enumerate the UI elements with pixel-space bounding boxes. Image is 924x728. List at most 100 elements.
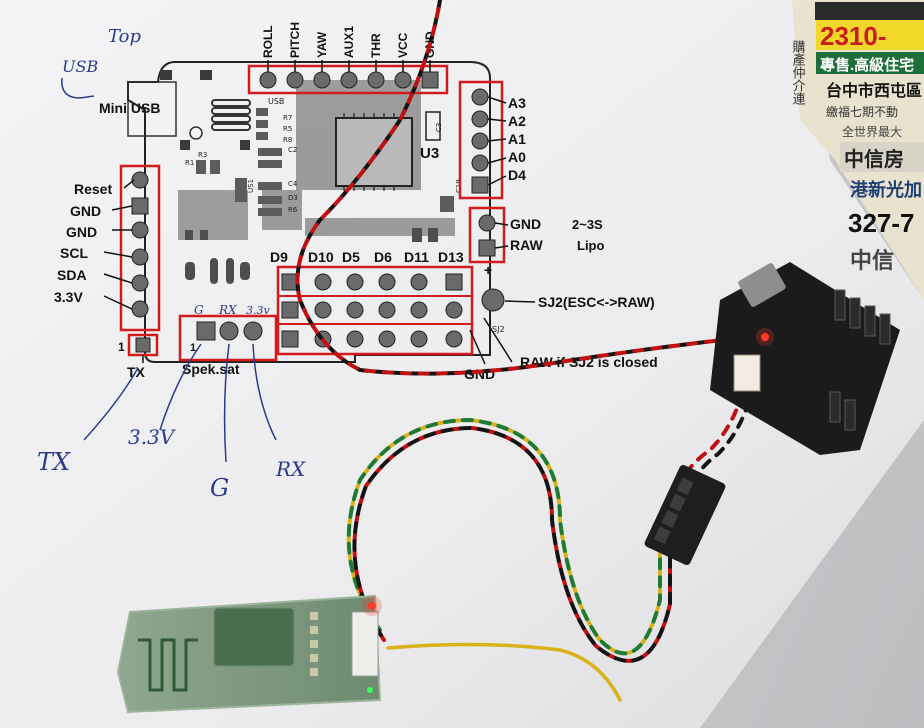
header-label-pitch: PITCH xyxy=(288,22,302,58)
top-header-box xyxy=(247,64,449,95)
power-box xyxy=(468,206,506,264)
left-pin-sda: SDA xyxy=(57,267,87,283)
r7-label: R7 xyxy=(283,114,292,122)
hand-g: G xyxy=(210,474,229,502)
right-pin-a2: A2 xyxy=(508,113,526,129)
newspaper-line-2: 台中市西屯區 xyxy=(826,81,922,100)
left-pin-scl: SCL xyxy=(60,245,88,261)
hand-spek-33: 3.3v xyxy=(246,304,270,317)
header-label-thr: THR xyxy=(369,33,383,58)
hand-leader-lines xyxy=(83,343,277,463)
header-label-aux1: AUX1 xyxy=(342,26,356,58)
esc-header-box xyxy=(276,265,474,356)
power-raw-pad xyxy=(478,239,496,257)
right-pads xyxy=(471,88,489,194)
header-label-yaw: YAW xyxy=(315,31,329,58)
r5-label: R5 xyxy=(283,125,292,133)
sj2-esc-label: SJ2(ESC<->RAW) xyxy=(538,294,655,310)
hand-spek-rx: RX xyxy=(218,303,237,317)
sj2-small-label: SJ2 xyxy=(492,325,505,334)
top-header-leaders xyxy=(267,60,431,72)
bluetooth-module xyxy=(116,594,382,714)
right-pin-a3: A3 xyxy=(508,95,526,111)
digital-pin-d13: D13 xyxy=(438,249,464,265)
spek-pad-3 xyxy=(243,321,263,341)
usb-via xyxy=(189,126,203,140)
tx-pad xyxy=(135,337,151,353)
left-pin-box xyxy=(119,164,161,332)
passives xyxy=(196,108,454,216)
spek-pad-1 xyxy=(196,321,216,341)
left-pads xyxy=(131,171,149,318)
spek-pin-one: 1 xyxy=(190,342,196,354)
right-pin-d4: D4 xyxy=(508,167,526,183)
newspaper-line-6: 港新光加 xyxy=(850,179,922,200)
r1-label: R1 xyxy=(185,159,194,167)
r3-label: R3 xyxy=(198,151,207,159)
crystal xyxy=(425,111,441,141)
newspaper-line-1: 專售.高級住宅 xyxy=(820,56,914,74)
header-label-roll: ROLL xyxy=(261,25,275,58)
spek-pad-2 xyxy=(219,321,239,341)
lipo-label: Lipo xyxy=(577,238,604,253)
bt-connector xyxy=(351,611,379,677)
digital-pin-d9: D9 xyxy=(270,249,288,265)
usb-small-label: USB xyxy=(268,97,284,106)
newspaper-line-4: 全世界最大 xyxy=(842,124,902,139)
left-pin-gnd-1: GND xyxy=(70,203,101,219)
sj2-pad xyxy=(481,288,505,312)
u3-chip-pins xyxy=(343,113,395,191)
power-gnd-label: GND xyxy=(510,216,541,232)
newspaper-line-8: 中信 xyxy=(850,248,894,273)
digital-pin-d5: D5 xyxy=(342,249,360,265)
r6-label: R6 xyxy=(288,206,298,214)
left-pin-3v3: 3.3V xyxy=(54,289,83,305)
right-pin-labels: A3 A2 A1 A0 D4 xyxy=(508,95,526,183)
newspaper-line-5: 中信房 xyxy=(844,147,904,171)
two-three-s-label: 2~3S xyxy=(572,217,603,232)
hand-usb: USB xyxy=(62,57,98,76)
newspaper-price: 2310- xyxy=(820,21,887,51)
u3-label: U3 xyxy=(420,145,439,162)
hand-usb-arrow xyxy=(61,77,95,99)
fc-red-led xyxy=(761,333,769,341)
newspaper: 2310- 專售.高級住宅 台中市西屯區 繳福七期不動 全世界最大 中信房 港新… xyxy=(791,0,924,300)
c2-label: C2 xyxy=(288,146,297,154)
mini-usb-footprint xyxy=(127,81,177,137)
left-pin-gnd-2: GND xyxy=(66,224,97,240)
d3-label: D3 xyxy=(288,194,298,202)
c3-label: C3 xyxy=(435,123,443,132)
digital-pin-d10: D10 xyxy=(308,249,334,265)
mini-usb-label: Mini USB xyxy=(99,100,160,116)
usb-pads xyxy=(160,70,250,150)
tx-pin-one: 1 xyxy=(118,340,125,354)
top-header-pads xyxy=(259,71,439,89)
right-pin-leaders xyxy=(487,96,507,186)
left-pin-reset: Reset xyxy=(74,181,112,197)
raw-closed-label: RAW if SJ2 is closed xyxy=(520,354,658,370)
u3-chip xyxy=(335,117,413,187)
newspaper-line-3: 繳福七期不動 xyxy=(826,104,898,119)
dupont-connector xyxy=(644,464,726,566)
spek-box xyxy=(178,314,278,362)
esc-pads xyxy=(281,273,463,348)
white-jst-connector xyxy=(733,354,761,392)
digital-pin-labels: D9 D10 D5 D6 D11 D13 xyxy=(270,249,464,265)
right-pin-a1: A1 xyxy=(508,131,526,147)
pad-pairs xyxy=(185,228,438,284)
digital-pin-d6: D6 xyxy=(374,249,392,265)
left-pin-leaders xyxy=(103,179,135,310)
hand-rx: RX xyxy=(275,457,306,481)
newspaper-line-7: 327-7 xyxy=(848,208,915,238)
header-label-vcc: VCC xyxy=(396,32,410,58)
bt-green-led xyxy=(367,687,373,693)
left-pin-labels: Reset GND GND SCL SDA 3.3V xyxy=(54,181,112,305)
newspaper-side-column: 購產仲介連 xyxy=(791,40,806,106)
hand-top: Top xyxy=(108,26,141,47)
flight-controller-board xyxy=(710,262,900,455)
digital-pin-d11: D11 xyxy=(404,249,429,265)
us1-label: US1 xyxy=(247,179,255,193)
bt-red-led xyxy=(368,602,376,610)
